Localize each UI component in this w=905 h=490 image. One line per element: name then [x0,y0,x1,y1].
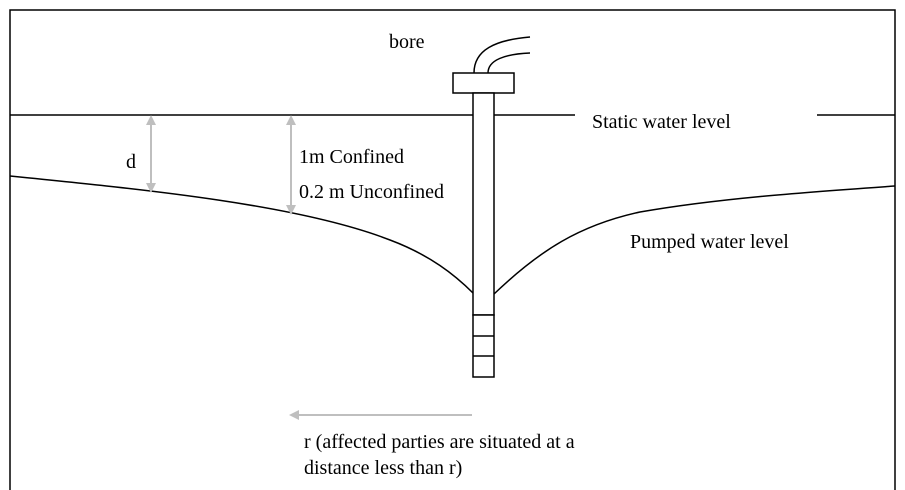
diagram-frame [9,9,896,490]
unconfined-threshold-label: 0.2 m Unconfined [299,181,444,203]
bore-casing [472,92,495,316]
drawdown-d-label: d [126,151,136,173]
confined-threshold-label: 1m Confined [299,146,404,168]
pumped-water-level-curve-left [9,175,474,294]
radius-label-line1: r (affected parties are situated at a [304,431,575,453]
bore-screen [472,314,495,378]
pumped-water-level-label: Pumped water level [630,231,789,253]
bore-outlet-pipe-inner [487,52,531,74]
bore-cap [452,72,515,94]
bore-label: bore [389,31,425,53]
static-water-level-label: Static water level [592,111,731,133]
pumped-water-level-curve-right [493,185,896,295]
radius-label-line2: distance less than r) [304,457,463,479]
bore-outlet-pipe-outer [473,36,531,74]
